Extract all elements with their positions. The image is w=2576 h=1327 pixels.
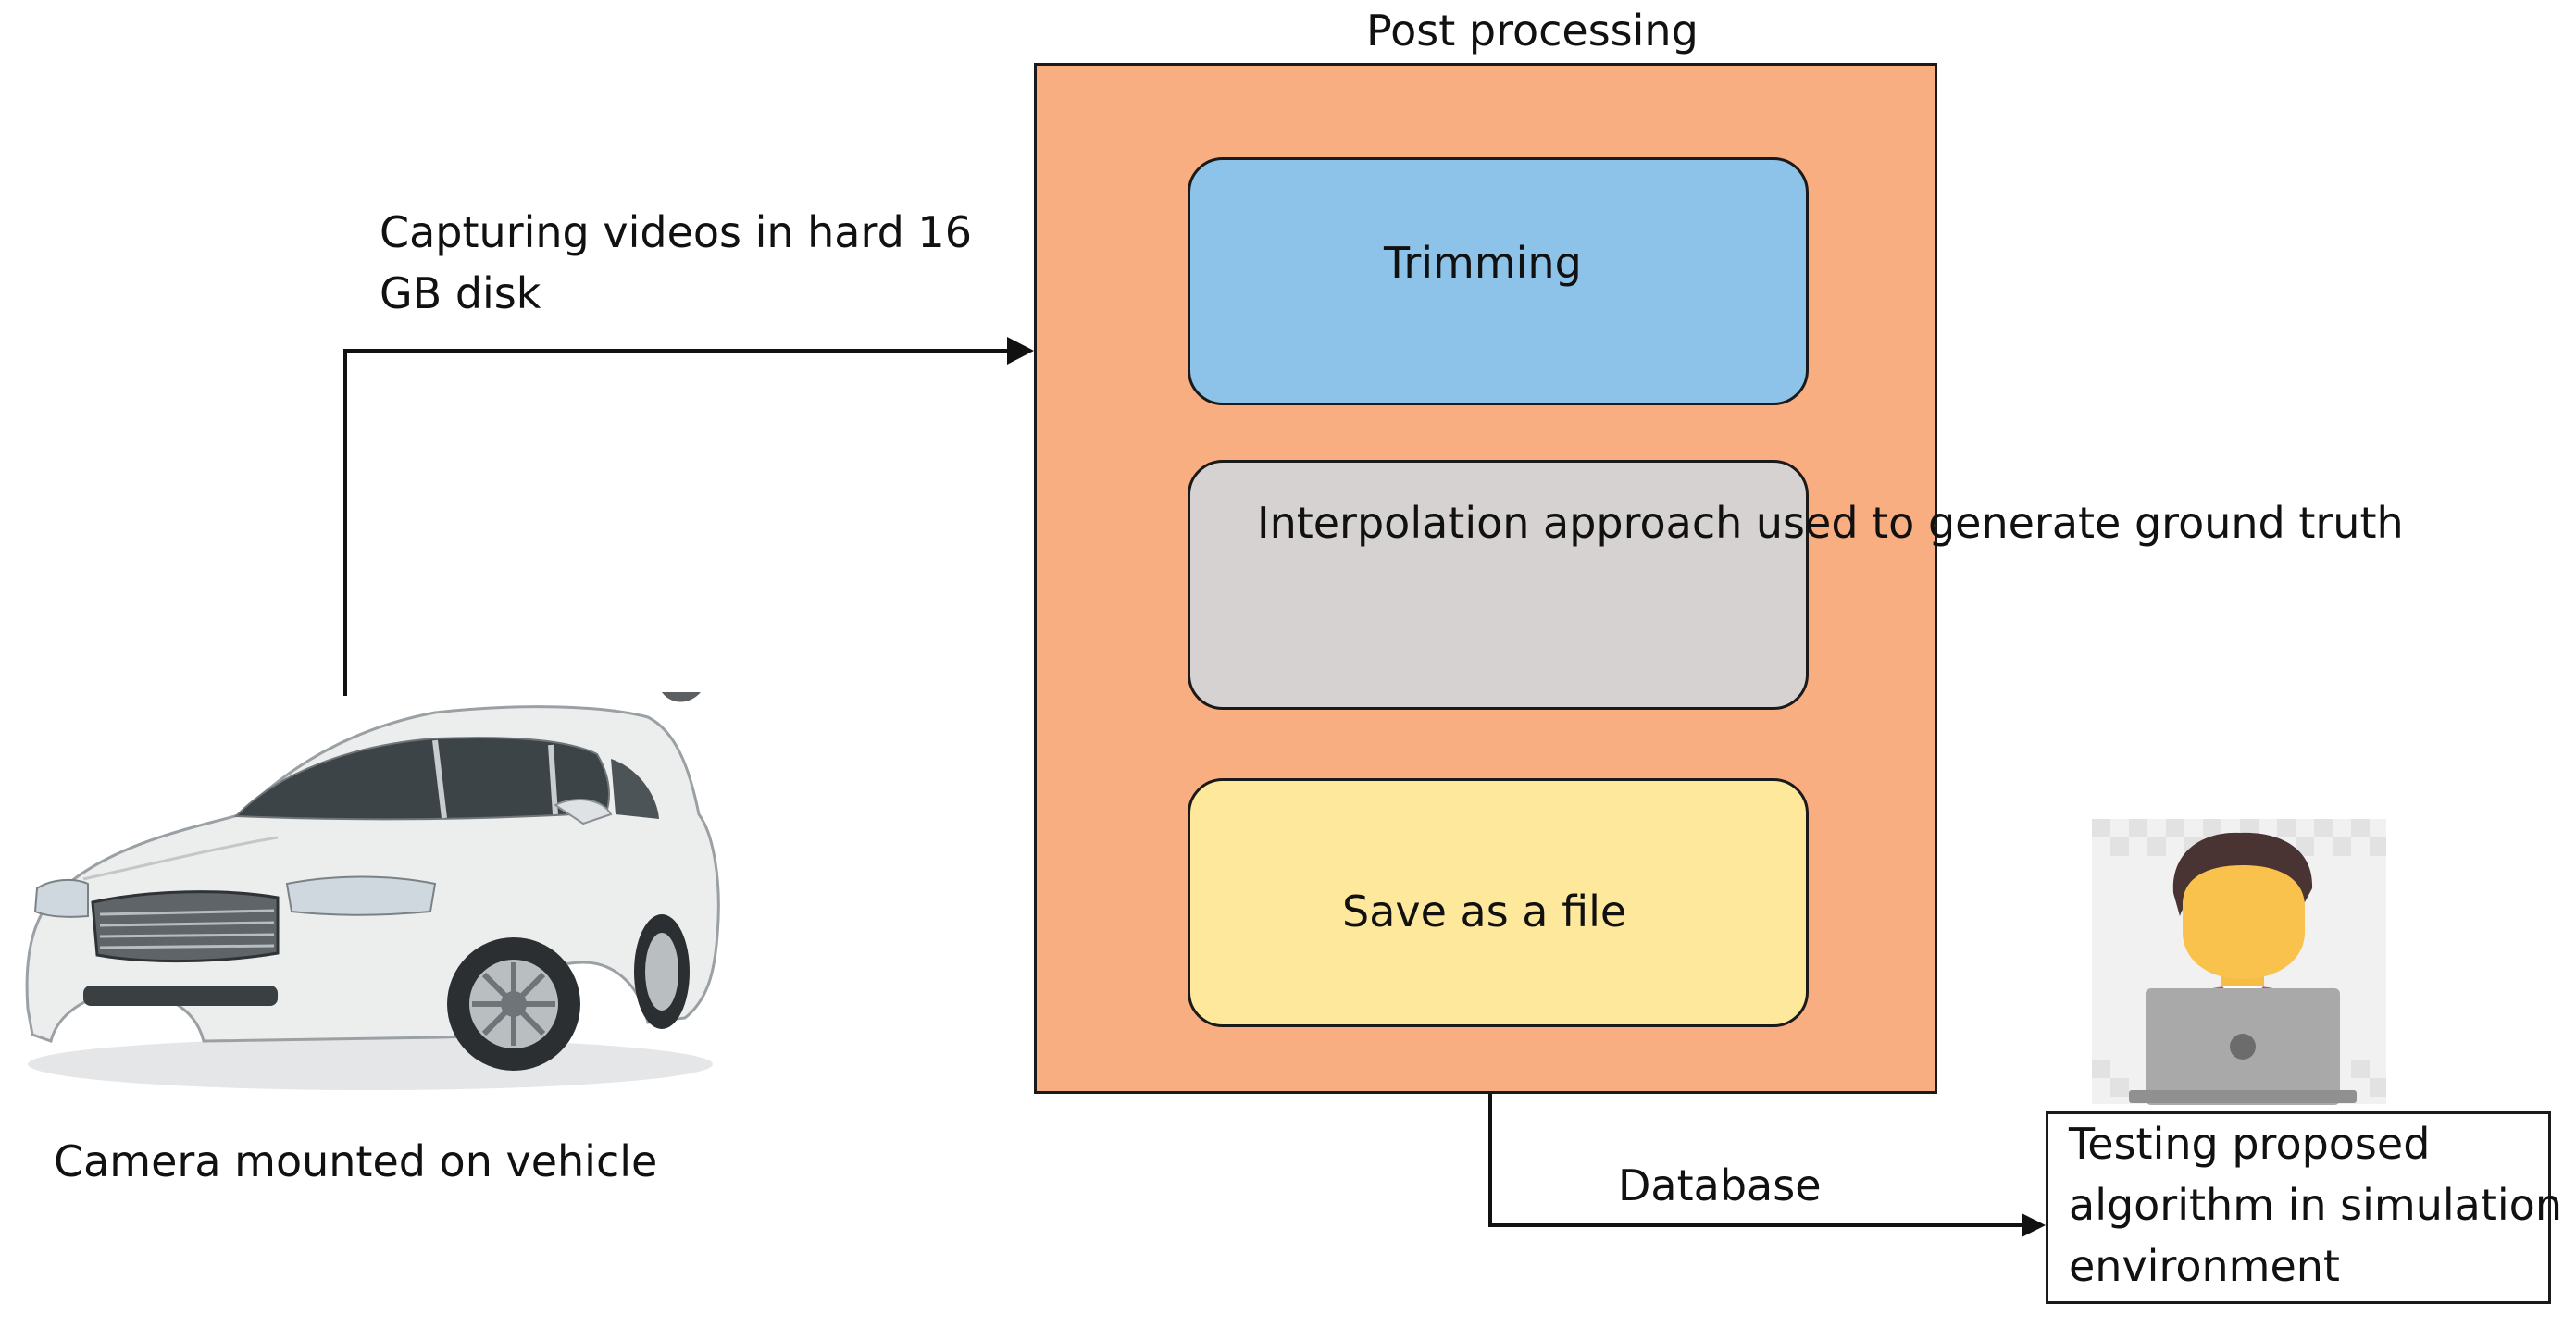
post-processing-title: Post processing <box>1366 6 1699 56</box>
database-arrow <box>1488 1094 2027 1227</box>
interpolation-step <box>1188 460 1809 710</box>
camera-label: Camera mounted on vehicle <box>54 1136 658 1186</box>
capture-arrowhead <box>1007 337 1034 365</box>
vehicle-icon <box>25 692 720 1090</box>
interpolation-label: Interpolation approach used to generate … <box>1257 498 2404 548</box>
testing-label: Testing proposed algorithm in simulation… <box>2069 1119 2562 1291</box>
capture-arrow <box>343 349 1018 696</box>
save-label: Save as a file <box>1342 887 1627 936</box>
user-icon <box>2092 819 2386 1105</box>
testing-box <box>2046 1111 2551 1304</box>
database-label: Database <box>1618 1160 1822 1210</box>
capture-label: Capturing videos in hard 16 GB disk <box>380 207 972 318</box>
save-step <box>1188 778 1809 1027</box>
database-arrowhead <box>2022 1213 2046 1237</box>
trimming-step <box>1188 157 1809 405</box>
trimming-label: Trimming <box>1384 238 1582 288</box>
